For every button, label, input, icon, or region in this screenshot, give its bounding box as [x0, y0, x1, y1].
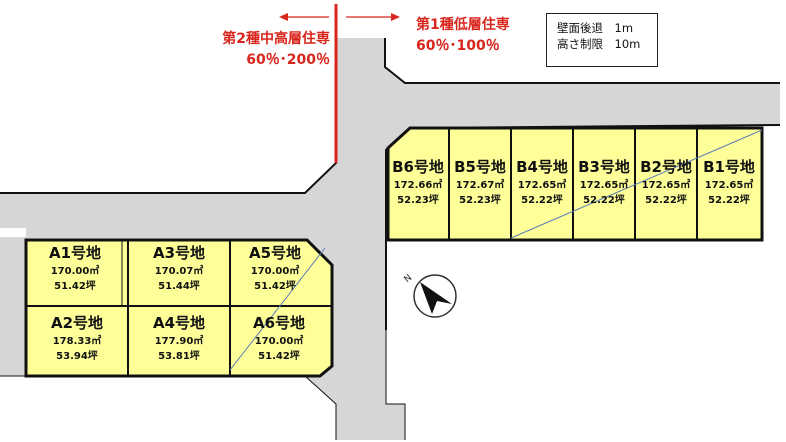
lot-name: A4号地 — [152, 314, 206, 332]
road-edge-lower-left — [0, 375, 337, 440]
lot-area: 170.00㎡ — [254, 336, 304, 347]
lot-area: 172.65㎡ — [517, 180, 567, 191]
lot-a2[interactable]: A2号地 178.33㎡ 53.94坪 — [28, 314, 126, 364]
lot-tsubo: 53.94坪 — [56, 351, 98, 362]
lot-a1[interactable]: A1号地 170.00㎡ 51.42坪 — [28, 244, 122, 294]
lot-name: A3号地 — [152, 244, 206, 262]
zone-label-left: 第2種中高層住専 60％･200％ — [190, 31, 330, 69]
block-a-outline — [24, 238, 334, 378]
lot-name: B1号地 — [703, 158, 755, 176]
road-edge-right-upper — [384, 38, 780, 84]
lot-name: B3号地 — [578, 158, 630, 176]
diagonal-line-a — [229, 247, 326, 371]
lot-name: A2号地 — [50, 314, 104, 332]
lot-tsubo: 52.23坪 — [397, 195, 439, 206]
zone-label-right: 第1種低層住専 60％･100％ — [416, 17, 510, 55]
lot-tsubo: 52.23坪 — [459, 195, 501, 206]
lot-a5[interactable]: A5号地 170.00㎡ 51.42坪 — [232, 244, 318, 294]
lot-area: 170.07㎡ — [154, 266, 204, 277]
zone-left-ratio: 60％･200％ — [246, 52, 330, 68]
lot-tsubo: 51.44坪 — [158, 281, 200, 292]
diagonal-line-b — [510, 129, 763, 239]
road-edge-lower-right — [385, 330, 406, 440]
height-limit-text: 高さ制限 10m — [557, 37, 641, 51]
lot-tsubo: 52.22坪 — [645, 195, 687, 206]
lot-tsubo: 51.42坪 — [258, 351, 300, 362]
lot-b5[interactable]: B5号地 172.67㎡ 52.23坪 — [449, 158, 511, 208]
lot-name: B2号地 — [640, 158, 692, 176]
lot-tsubo: 52.22坪 — [583, 195, 625, 206]
lot-area: 172.65㎡ — [641, 180, 691, 191]
lot-area: 172.67㎡ — [455, 180, 505, 191]
lot-tsubo: 51.42坪 — [54, 281, 96, 292]
lot-area: 172.66㎡ — [393, 180, 443, 191]
lot-tsubo: 52.22坪 — [708, 195, 750, 206]
lot-area: 172.65㎡ — [704, 180, 754, 191]
lot-b1[interactable]: B1号地 172.65㎡ 52.22坪 — [697, 158, 761, 208]
lot-name: A1号地 — [48, 244, 102, 262]
lot-area: 170.00㎡ — [250, 266, 300, 277]
lot-name: A5号地 — [248, 244, 302, 262]
lot-name: B6号地 — [392, 158, 444, 176]
north-arrow-icon — [413, 274, 457, 318]
lot-b6[interactable]: B6号地 172.66㎡ 52.23坪 — [387, 158, 449, 208]
zone-right-ratio: 60％･100％ — [416, 38, 500, 54]
lot-a4[interactable]: A4号地 177.90㎡ 53.81坪 — [130, 314, 228, 364]
zone-left-name: 第2種中高層住専 — [222, 31, 330, 47]
lot-a6[interactable]: A6号地 170.00㎡ 51.42坪 — [232, 314, 326, 364]
restrictions-box: 壁面後退 1m 高さ制限 10m — [546, 13, 658, 67]
lot-area: 177.90㎡ — [154, 336, 204, 347]
lot-tsubo: 53.81坪 — [158, 351, 200, 362]
lot-name: A6号地 — [252, 314, 306, 332]
lot-tsubo: 52.22坪 — [521, 195, 563, 206]
lot-b4[interactable]: B4号地 172.65㎡ 52.22坪 — [511, 158, 573, 208]
lot-area: 172.65㎡ — [579, 180, 629, 191]
lot-area: 178.33㎡ — [52, 336, 102, 347]
lot-b3[interactable]: B3号地 172.65㎡ 52.22坪 — [573, 158, 635, 208]
lot-tsubo: 51.42坪 — [254, 281, 296, 292]
lot-a3[interactable]: A3号地 170.07㎡ 51.44坪 — [130, 244, 228, 294]
lot-name: B4号地 — [516, 158, 568, 176]
arrow-left-icon — [279, 13, 329, 21]
zone-right-name: 第1種低層住専 — [416, 17, 510, 33]
block-b-outline — [386, 126, 764, 242]
setback-text: 壁面後退 1m — [557, 21, 634, 35]
lot-name: B5号地 — [454, 158, 506, 176]
lot-area: 170.00㎡ — [50, 266, 100, 277]
arrow-right-icon — [346, 13, 400, 21]
lot-b2[interactable]: B2号地 172.65㎡ 52.22坪 — [635, 158, 697, 208]
road-gap — [0, 228, 26, 237]
